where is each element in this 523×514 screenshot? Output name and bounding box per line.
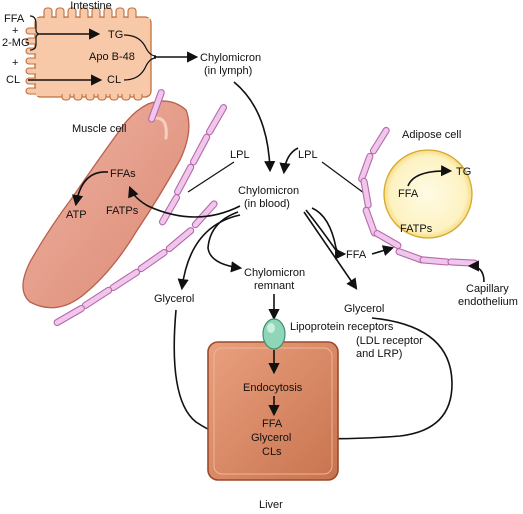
capillary-right bbox=[358, 126, 479, 267]
input-plus-2: + bbox=[12, 57, 18, 69]
input-2mg: 2-MG bbox=[2, 37, 30, 49]
intestine-title: Intestine bbox=[70, 0, 112, 12]
remnant-line-1: Chylomicron bbox=[244, 267, 305, 279]
liver-endocytosis: Endocytosis bbox=[243, 382, 303, 394]
arrow-blood-to-remnant bbox=[207, 211, 243, 273]
arrow-lymph-to-blood bbox=[233, 81, 276, 173]
intestine-cl: CL bbox=[107, 74, 121, 86]
input-cl: CL bbox=[6, 74, 20, 86]
arrow-ffa-to-tg bbox=[407, 165, 453, 187]
muscle-cell bbox=[22, 100, 190, 309]
arrow-blood-to-glycerol-left bbox=[177, 214, 241, 291]
arrow-capillary-pointer bbox=[467, 260, 485, 283]
adipose-fatps: FATPs bbox=[400, 223, 433, 235]
capillary-left bbox=[53, 89, 228, 327]
glycerol-right: Glycerol bbox=[344, 303, 384, 315]
lpl-right: LPL bbox=[298, 149, 318, 161]
liver-cell bbox=[207, 341, 339, 481]
receptors-line-2: (LDL receptor bbox=[356, 335, 423, 347]
input-ffa: FFA bbox=[4, 13, 25, 25]
remnant-line-2: remnant bbox=[254, 280, 294, 292]
receptors-line-1: Lipoprotein receptors bbox=[290, 321, 394, 333]
arrow-glycerol-right-to-liver bbox=[303, 317, 453, 445]
lipoprotein-receptor bbox=[262, 318, 286, 350]
arrow-lpl-to-blood bbox=[279, 147, 299, 175]
lpl-left-line bbox=[187, 161, 235, 193]
adipose-tg: TG bbox=[456, 166, 471, 178]
muscle-title: Muscle cell bbox=[72, 123, 126, 135]
lymph-line-2: (in lymph) bbox=[204, 65, 252, 77]
merge-tg bbox=[123, 34, 157, 57]
intestine-tg: TG bbox=[108, 29, 123, 41]
intestine-cell bbox=[25, 7, 152, 101]
muscle-atp: ATP bbox=[66, 209, 87, 221]
liver-glycerol: Glycerol bbox=[251, 432, 291, 444]
liver-ffa: FFA bbox=[262, 418, 283, 430]
ffa-label: FFA bbox=[346, 249, 367, 261]
input-plus-1: + bbox=[12, 25, 18, 37]
intestine-apo: Apo B-48 bbox=[89, 51, 135, 63]
lpl-left: LPL bbox=[230, 149, 250, 161]
receptor-highlight bbox=[267, 323, 275, 333]
arrow-blood-to-ffa bbox=[311, 207, 347, 260]
lpl-right-line bbox=[321, 161, 369, 197]
merge-cl bbox=[123, 57, 157, 81]
blood-line-2: (in blood) bbox=[244, 198, 290, 210]
muscle-highlight bbox=[154, 116, 168, 140]
capillary-line-2: endothelium bbox=[458, 296, 518, 308]
lymph-line-1: Chylomicron bbox=[200, 52, 261, 64]
blood-line-1: Chylomicron bbox=[238, 185, 299, 197]
adipose-title: Adipose cell bbox=[402, 129, 461, 141]
liver-title: Liver bbox=[259, 499, 283, 511]
adipose-ffa: FFA bbox=[398, 188, 419, 200]
receptors-line-3: and LRP) bbox=[356, 348, 402, 360]
liver-cls: CLs bbox=[262, 446, 282, 458]
arrow-blood-to-muscle bbox=[128, 185, 241, 218]
arrow-blood-to-glycerol-right bbox=[303, 211, 358, 290]
muscle-fatps: FATPs bbox=[106, 205, 139, 217]
glycerol-left: Glycerol bbox=[154, 293, 194, 305]
arrow-ffa-to-adipose bbox=[371, 245, 395, 256]
capillary-line-1: Capillary bbox=[466, 283, 509, 295]
muscle-ffas: FFAs bbox=[110, 168, 136, 180]
arrow-ffas-to-atp bbox=[72, 171, 109, 207]
